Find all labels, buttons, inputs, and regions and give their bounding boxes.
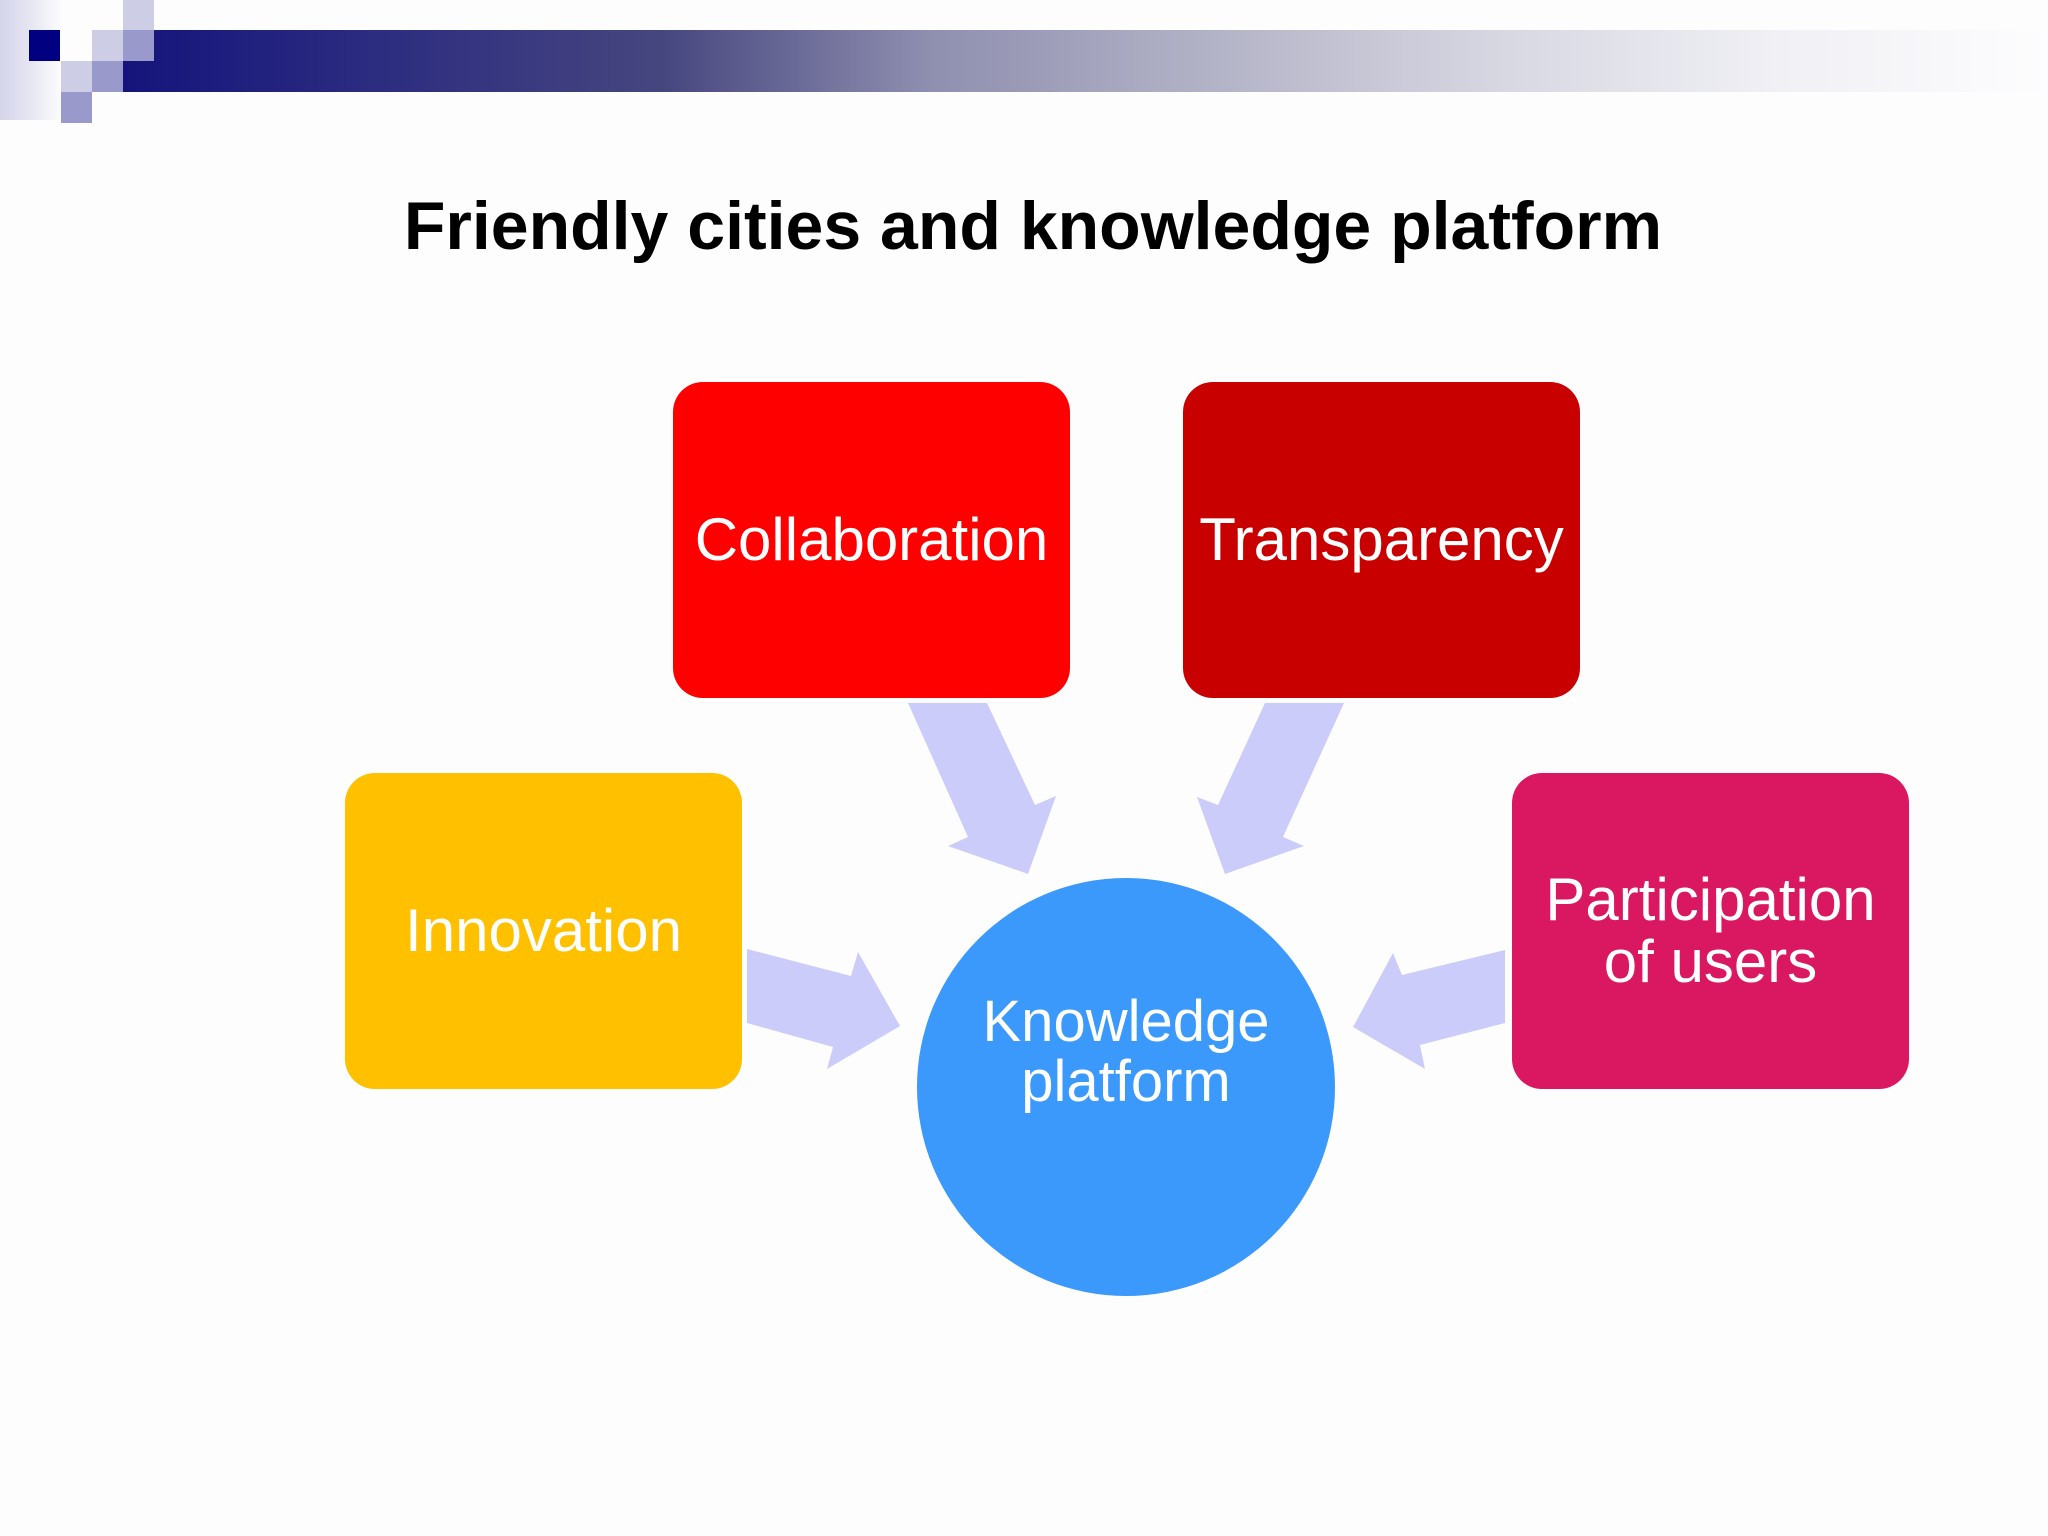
node-collaboration: Collaboration [673, 382, 1070, 698]
header-square-decoration [29, 30, 60, 61]
header-square-decoration [92, 61, 123, 92]
header-square-decoration [123, 30, 154, 61]
header-square-decoration [61, 92, 92, 123]
node-transparency: Transparency [1183, 382, 1580, 698]
node-knowledge-platform: Knowledge platform [917, 878, 1335, 1296]
header-square-decoration [123, 0, 154, 31]
node-label: Collaboration [694, 506, 1049, 573]
node-label: Transparency [1199, 506, 1564, 573]
arrow-innovation-to-center [747, 949, 900, 1069]
slide-title: Friendly cities and knowledge platform [403, 188, 1663, 264]
hub-label: Knowledge platform [982, 989, 1270, 1114]
arrow-collaboration-to-center [908, 703, 1056, 874]
header-square-decoration [92, 30, 123, 61]
node-participation: Participation of users [1512, 773, 1909, 1089]
node-label: Innovation [405, 897, 682, 964]
arrow-participation-to-center [1353, 950, 1505, 1069]
header-gradient-bar [122, 30, 2048, 92]
node-innovation: Innovation [345, 773, 742, 1089]
node-label: Participation of users [1545, 866, 1876, 995]
header-square-decoration [61, 61, 92, 92]
arrow-transparency-to-center [1197, 703, 1344, 874]
